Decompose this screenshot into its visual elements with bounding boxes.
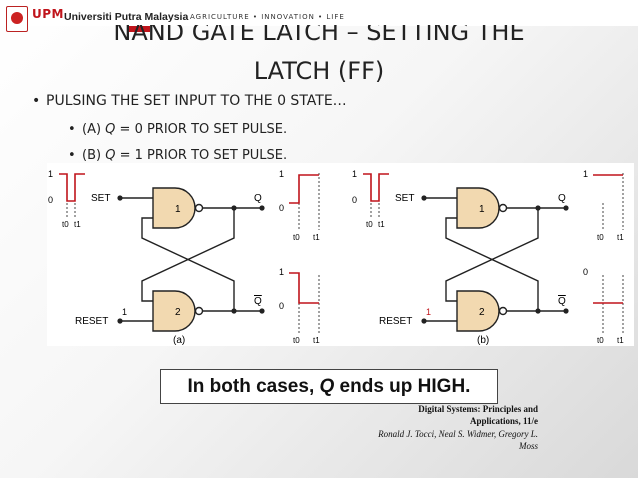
panel-a-caption: (a) [173,335,185,346]
panel-b-qbar-t0: t0 [597,336,604,345]
upm-logo-text: UPM [32,7,64,21]
university-tagline: AGRICULTURE • INNOVATION • LIFE [190,13,345,21]
slide-title-line2: LATCH (FF) [253,57,385,85]
panel-a-set-label: SET [91,193,110,204]
panel-b-q-wave-high: 1 [583,169,588,179]
citation-book: Digital Systems: Principles and Applicat… [418,404,538,426]
panel-a: 1 0 SET RESET 1 1 2 Q Q 1 0 1 0 t0 t1 t0… [48,169,320,346]
university-name: Universiti Putra Malaysia [64,11,189,23]
panel-b-q-t0: t0 [597,233,604,242]
panel-b-qbar-wave-low: 0 [583,267,588,277]
panel-a-qbar-wave-low: 0 [279,301,284,311]
panel-b-q-label: Q [558,193,566,204]
panel-a-q-wave-low: 0 [279,203,284,213]
panel-b-set-label: SET [395,193,414,204]
panel-b-set-wave-high: 1 [352,169,357,179]
panel-b-caption: (b) [477,335,489,346]
upm-logo-icon [6,6,28,32]
panel-a-qbar-label: Q [254,296,262,307]
bullet-sub-a: •(A) Q = 0 PRIOR TO SET PULSE. [68,122,288,137]
citation-authors: Ronald J. Tocci, Neal S. Widmer, Gregory… [378,429,538,451]
panel-b-reset-label: RESET [379,316,412,327]
latch-figure-svg: 1 0 SET RESET 1 1 2 Q Q 1 0 1 0 t0 t1 t0… [48,169,624,346]
brand-accent-bar [128,26,150,32]
panel-b: 1 0 SET RESET 1 1 2 Q Q 1 0 t0 t1 t0 t1 … [352,169,624,346]
panel-b-gate1-label: 1 [479,204,485,215]
latch-figure: 1 0 SET RESET 1 1 2 Q Q 1 0 1 0 t0 t1 t0… [47,163,634,346]
bullet-sub-b: •(B) Q = 1 PRIOR TO SET PULSE. [68,148,288,163]
panel-a-gate1-label: 1 [175,204,181,215]
panel-b-qbar-label: Q [558,296,566,307]
panel-b-t1: t1 [378,220,385,229]
panel-a-q-t1: t1 [313,233,320,242]
panel-a-gate2-label: 2 [175,307,181,318]
panel-a-qbar-t1: t1 [313,336,320,345]
panel-a-q-wave-high: 1 [279,169,284,179]
panel-a-t0: t0 [62,220,69,229]
panel-b-reset-level: 1 [426,307,431,317]
bullet-main: •PULSING THE SET INPUT TO THE 0 STATE… [32,93,347,109]
panel-a-set-wave-high: 1 [48,169,53,179]
panel-b-q-t1: t1 [617,233,624,242]
panel-a-q-t0: t0 [293,233,300,242]
panel-a-t1: t1 [74,220,81,229]
slide-title-line1: NAND GATE LATCH – SETTING THE [113,25,525,46]
panel-b-gate2-label: 2 [479,307,485,318]
university-banner: UPM Universiti Putra Malaysia AGRICULTUR… [0,0,638,32]
panel-a-q-label: Q [254,193,262,204]
panel-b-qbar-t1: t1 [617,336,624,345]
panel-b-set-wave-low: 0 [352,195,357,205]
panel-a-qbar-wave-high: 1 [279,267,284,277]
panel-a-qbar-t0: t0 [293,336,300,345]
panel-a-reset-label: RESET [75,316,108,327]
conclusion-note: In both cases, Q ends up HIGH. [160,369,498,404]
panel-a-set-wave-low: 0 [48,195,53,205]
panel-b-t0: t0 [366,220,373,229]
panel-a-reset-level: 1 [122,307,127,317]
